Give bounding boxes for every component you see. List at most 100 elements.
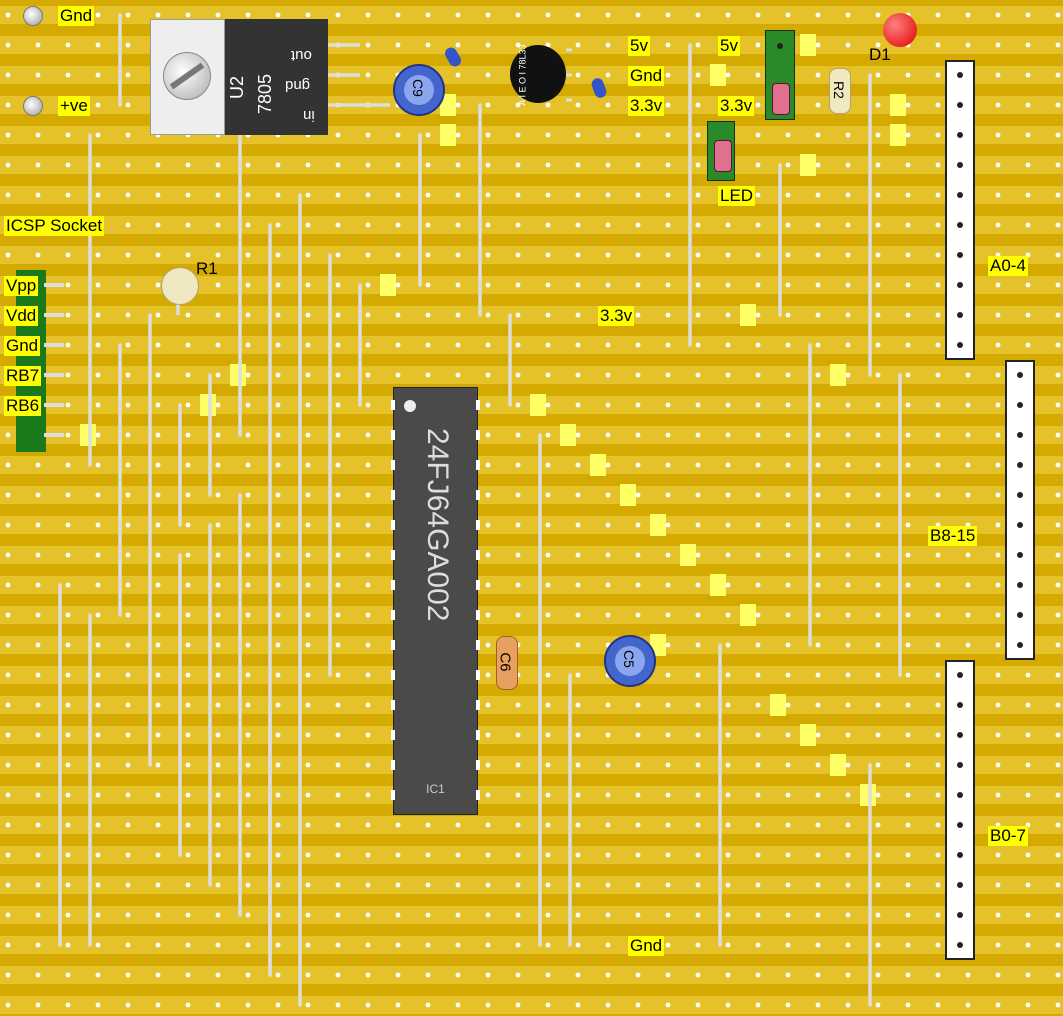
board-hole: [815, 582, 821, 588]
board-hole: [725, 1002, 731, 1008]
board-hole: [305, 582, 311, 588]
board-hole: [395, 252, 401, 258]
board-hole: [335, 12, 341, 18]
icsp-pin-vpp: Vpp: [4, 276, 39, 296]
board-hole: [5, 192, 11, 198]
board-hole: [785, 432, 791, 438]
board-hole: [545, 462, 551, 468]
board-hole: [305, 942, 311, 948]
pin1-marker: [404, 400, 416, 412]
board-hole: [695, 282, 701, 288]
board-hole: [635, 432, 641, 438]
board-hole: [65, 312, 71, 318]
board-hole: [755, 282, 761, 288]
board-hole: [875, 552, 881, 558]
header-pin: [1017, 642, 1023, 648]
board-hole: [515, 852, 521, 858]
board-hole: [215, 402, 221, 408]
header-b0-7[interactable]: [945, 660, 975, 960]
jumper-cap[interactable]: [772, 83, 790, 115]
board-hole: [905, 612, 911, 618]
header-b8-15[interactable]: [1005, 360, 1035, 660]
board-hole: [215, 282, 221, 288]
icsp-socket[interactable]: [16, 270, 46, 452]
board-hole: [725, 702, 731, 708]
board-hole: [95, 402, 101, 408]
board-hole: [335, 822, 341, 828]
board-hole: [485, 852, 491, 858]
board-hole: [5, 672, 11, 678]
board-hole: [1055, 552, 1061, 558]
board-hole: [845, 942, 851, 948]
board-hole: [785, 1002, 791, 1008]
board-hole: [1055, 492, 1061, 498]
board-hole: [1025, 162, 1031, 168]
board-hole: [755, 672, 761, 678]
jumper-5v-3v3[interactable]: [765, 30, 795, 120]
board-hole: [155, 732, 161, 738]
board-hole: [155, 642, 161, 648]
board-hole: [485, 372, 491, 378]
board-hole: [485, 522, 491, 528]
board-hole: [665, 372, 671, 378]
board-hole: [755, 552, 761, 558]
board-hole: [605, 342, 611, 348]
board-hole: [635, 852, 641, 858]
header-pin: [1017, 462, 1023, 468]
header-pin: [1017, 372, 1023, 378]
board-hole: [335, 432, 341, 438]
board-hole: [695, 762, 701, 768]
board-hole: [1055, 792, 1061, 798]
board-hole: [5, 12, 11, 18]
board-hole: [365, 222, 371, 228]
board-hole: [575, 162, 581, 168]
board-hole: [305, 552, 311, 558]
board-hole: [125, 12, 131, 18]
board-hole: [365, 552, 371, 558]
board-hole: [605, 552, 611, 558]
board-hole: [65, 552, 71, 558]
board-hole: [245, 402, 251, 408]
board-hole: [635, 402, 641, 408]
board-hole: [35, 582, 41, 588]
board-hole: [1055, 702, 1061, 708]
board-hole: [125, 822, 131, 828]
board-hole: [185, 972, 191, 978]
board-hole: [335, 732, 341, 738]
board-hole: [935, 702, 941, 708]
board-hole: [965, 642, 971, 648]
ic-pin: [476, 550, 480, 560]
board-hole: [65, 702, 71, 708]
jumper-led-cap[interactable]: [714, 140, 732, 172]
board-hole: [905, 702, 911, 708]
board-hole: [485, 672, 491, 678]
board-hole: [395, 1002, 401, 1008]
board-hole: [935, 222, 941, 228]
board-hole: [575, 822, 581, 828]
board-hole: [125, 612, 131, 618]
board-hole: [605, 912, 611, 918]
board-hole: [125, 102, 131, 108]
board-hole: [815, 642, 821, 648]
board-hole: [335, 162, 341, 168]
board-hole: [695, 822, 701, 828]
board-hole: [605, 852, 611, 858]
board-hole: [95, 72, 101, 78]
board-hole: [995, 1002, 1001, 1008]
board-hole: [605, 702, 611, 708]
board-hole: [755, 612, 761, 618]
board-hole: [35, 522, 41, 528]
board-hole: [365, 942, 371, 948]
board-hole: [65, 942, 71, 948]
header-a0-4[interactable]: [945, 60, 975, 360]
board-hole: [695, 672, 701, 678]
board-hole: [365, 762, 371, 768]
board-hole: [545, 852, 551, 858]
jumper-led[interactable]: [707, 121, 735, 181]
board-hole: [65, 1002, 71, 1008]
track-cut: [440, 94, 456, 116]
board-hole: [815, 402, 821, 408]
board-hole: [185, 792, 191, 798]
board-hole: [425, 372, 431, 378]
board-hole: [815, 912, 821, 918]
